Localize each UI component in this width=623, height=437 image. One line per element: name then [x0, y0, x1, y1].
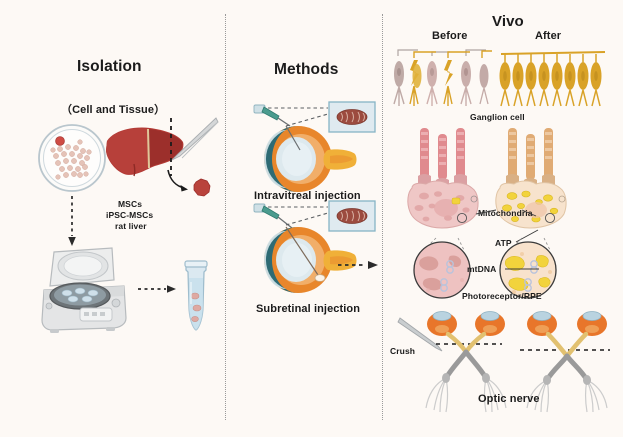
arrow-dish-to-centrifuge: [68, 196, 76, 246]
leader-atp: [515, 229, 539, 243]
label-photoreceptor-rpe: Photoreceptor/RPE: [462, 291, 542, 301]
arrow-liver-to-tissue: [167, 169, 188, 192]
syringe-path-bottom: [268, 206, 329, 226]
panel-title-methods: Methods: [274, 61, 339, 78]
optic-nerve-recovered: [520, 311, 610, 413]
label-atp: ATP: [495, 238, 512, 248]
forceps-tool: [171, 117, 219, 161]
petri-dish-with-cells: [38, 124, 106, 192]
isolation-source-line1: MSCs: [118, 199, 143, 209]
isolation-source-line2: iPSC-MSCs: [106, 210, 154, 220]
label-intravitreal-injection: Intravitreal injection: [254, 190, 361, 202]
syringe-path-top: [268, 107, 329, 127]
mitochondria-inset-box-top: [328, 101, 376, 133]
arrow-centrifuge-to-tube: [138, 285, 176, 293]
label-subretinal-injection: Subretinal injection: [256, 303, 361, 315]
mitochondria-cross-section-damaged: [413, 237, 471, 299]
divider-methods-vivo: [382, 14, 383, 420]
leader-mitochondria: [475, 209, 537, 217]
label-crush: Crush: [390, 346, 416, 356]
excised-tissue-piece: [193, 178, 211, 197]
arrow-methods-to-vivo: [338, 261, 378, 269]
label-mitochondria: Mitochondria: [478, 208, 533, 218]
isolation-subtitle: （Cell and Tissue）: [61, 104, 166, 116]
eye-cross-section-subretinal: [264, 226, 357, 293]
optic-nerve-crush-model: [397, 311, 507, 413]
eye-cross-section-intravitreal: [264, 125, 357, 192]
panel-title-vivo: Vivo: [492, 13, 524, 30]
isolation-source-line3: rat liver: [115, 221, 147, 231]
rat-liver-tissue: [106, 127, 184, 177]
divider-isolation-methods: [225, 14, 226, 420]
column-label-after: After: [535, 30, 562, 42]
mitochondria-inset-box-bottom: [328, 200, 376, 232]
leader-mtdna: [505, 268, 539, 270]
benchtop-centrifuge: [41, 247, 127, 333]
photoreceptor-rpe-damaged: [407, 128, 479, 229]
ganglion-cell-row-damaged: [393, 49, 492, 106]
liver-cut-line: [170, 118, 172, 176]
column-label-before: Before: [432, 30, 468, 42]
panel-title-isolation: Isolation: [77, 58, 142, 75]
label-ganglion-cell: Ganglion cell: [470, 112, 525, 122]
syringe-intravitreal: [253, 104, 291, 127]
label-mtdna: mtDNA: [467, 264, 497, 274]
syringe-subretinal: [253, 203, 293, 229]
microcentrifuge-tube: [184, 260, 208, 331]
mitochondria-cross-section-healthy: [499, 237, 557, 299]
photoreceptor-rpe-healthy: [495, 128, 567, 229]
ganglion-cell-row-healthy: [499, 51, 606, 107]
label-optic-nerve: Optic nerve: [478, 393, 540, 405]
